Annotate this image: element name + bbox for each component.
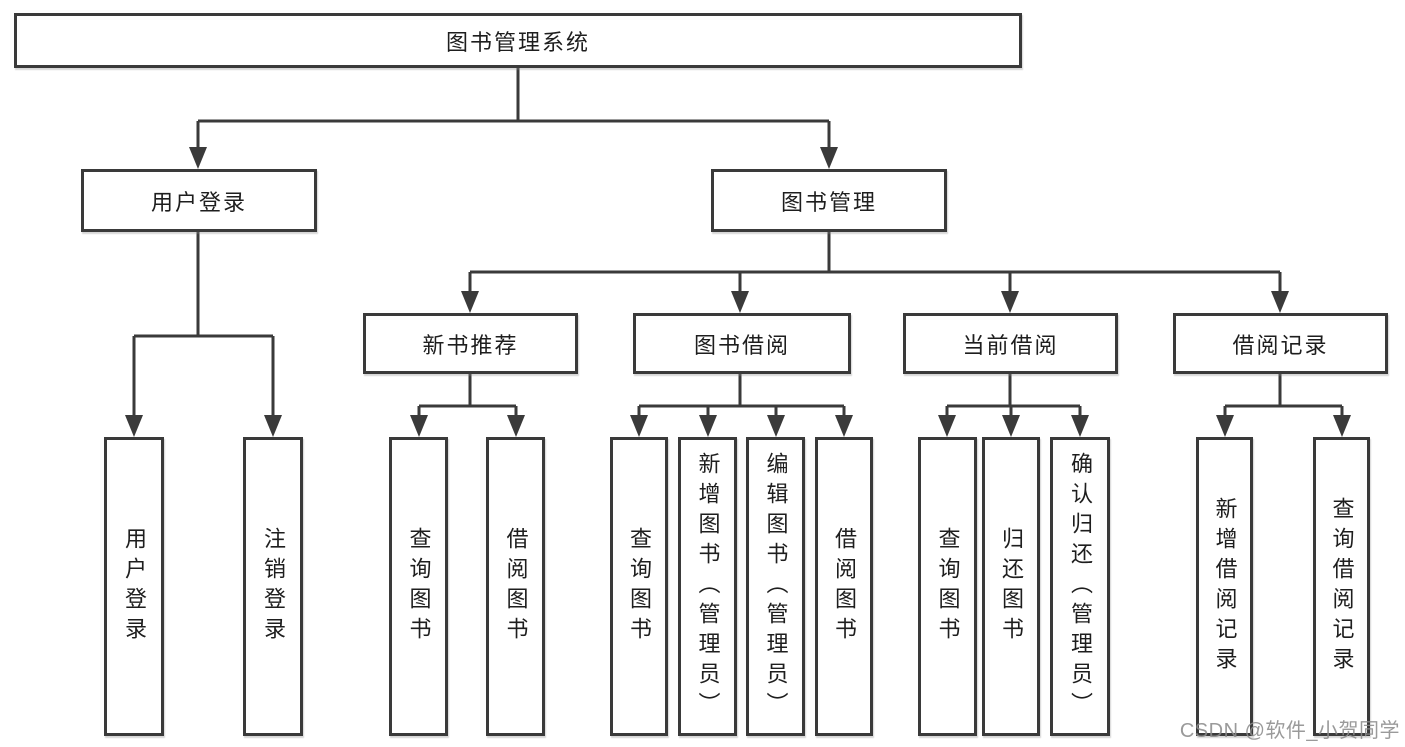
leaf-query-borrow-record: 查询借阅记录 [1313, 437, 1370, 736]
node-book-borrowing: 图书借阅 [633, 313, 851, 374]
node-label: 用户登录 [150, 189, 247, 215]
leaf-label: 借阅图书 [832, 526, 857, 647]
leaf-confirm-return-admin: 确认归还（管理员） [1050, 437, 1110, 736]
tree-edges [132, 68, 1344, 418]
leaf-add-book-admin: 新增图书（管理员） [678, 437, 737, 736]
node-root-title: 图书管理系统 [14, 13, 1022, 68]
leaf-label: 确认归还（管理员） [1068, 451, 1093, 722]
node-label: 借阅记录 [1232, 332, 1329, 358]
node-label: 新书推荐 [422, 332, 519, 358]
leaf-label: 借阅图书 [503, 526, 529, 647]
leaf-label: 查询借阅记录 [1329, 496, 1355, 677]
leaf-label: 用户登录 [122, 526, 147, 647]
watermark: CSDN @软件_小贺同学 [1179, 720, 1400, 742]
leaf-edit-book-admin: 编辑图书（管理员） [746, 437, 805, 736]
leaf-add-borrow-record: 新增借阅记录 [1196, 437, 1253, 736]
leaf-label: 新增图书（管理员） [695, 451, 721, 722]
node-label: 图书管理 [780, 189, 877, 215]
leaf-borrow-book: 借阅图书 [815, 437, 873, 736]
leaf-return-book: 归还图书 [982, 437, 1040, 736]
node-book-management: 图书管理 [711, 169, 947, 232]
node-user-login: 用户登录 [81, 169, 317, 232]
leaf-query-books-current: 查询图书 [918, 437, 977, 736]
leaf-label: 编辑图书（管理员） [763, 451, 789, 722]
node-label: 图书借阅 [693, 332, 790, 358]
leaf-query-books-borrowing: 查询图书 [610, 437, 668, 736]
arrowhead-icons [125, 147, 1351, 437]
leaf-logout: 注销登录 [243, 437, 303, 736]
leaf-label: 查询图书 [406, 526, 432, 647]
leaf-label: 新增借阅记录 [1212, 496, 1238, 677]
node-label: 图书管理系统 [445, 29, 590, 55]
node-current-borrowing: 当前借阅 [903, 313, 1118, 374]
node-label: 当前借阅 [962, 332, 1059, 358]
leaf-label: 查询图书 [627, 526, 652, 647]
leaf-query-books-recommend: 查询图书 [389, 437, 448, 736]
leaf-label: 查询图书 [935, 526, 961, 647]
node-new-book-recommend: 新书推荐 [363, 313, 578, 374]
leaf-label: 归还图书 [999, 526, 1024, 647]
leaf-label: 注销登录 [261, 526, 286, 647]
leaf-borrow-book-recommend: 借阅图书 [486, 437, 545, 736]
node-borrow-records: 借阅记录 [1173, 313, 1388, 374]
leaf-user-login: 用户登录 [104, 437, 164, 736]
